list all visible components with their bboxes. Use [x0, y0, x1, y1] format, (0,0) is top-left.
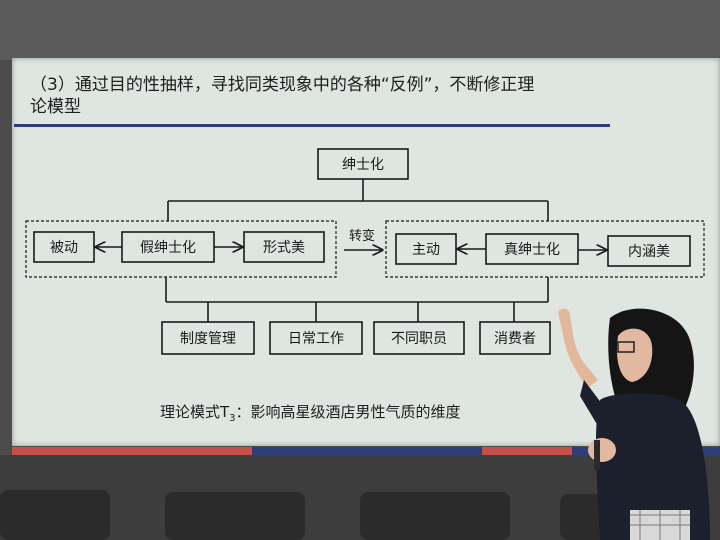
title-underline [14, 124, 610, 127]
passive-label: 被动 [50, 240, 78, 256]
dimension-staff: 不同职员 [391, 331, 447, 347]
active-label: 主动 [412, 242, 440, 258]
false-gentrification-group: 被动 假绅士化 形式美 [25, 220, 337, 278]
caption-subscript: 3 [229, 413, 236, 424]
dimension-nodes: 制度管理 日常工作 不同职员 消费者 [161, 321, 551, 355]
audience-seats [0, 490, 630, 540]
transition-label: 转变 [349, 228, 375, 244]
top-connectors [167, 179, 549, 221]
root-node-label: 绅士化 [342, 157, 384, 173]
slide-footer-strip [12, 447, 720, 455]
dimension-consumers: 消费者 [494, 331, 536, 347]
dimension-institutional: 制度管理 [180, 331, 236, 347]
slide-caption: 理论模式T3：影响高星级酒店男性气质的维度 [160, 401, 580, 424]
dimension-daily-work: 日常工作 [288, 331, 344, 347]
form-beauty-label: 形式美 [263, 240, 305, 256]
slide-title: （3）通过目的性抽样，寻找同类现象中的各种“反例”，不断修正理 论模型 [30, 74, 640, 118]
presenter-figure [558, 308, 710, 540]
caption-rest: ：影响高星级酒店男性气质的维度 [235, 403, 461, 421]
slide-title-line-2: 论模型 [30, 97, 81, 117]
root-node: 绅士化 [317, 148, 409, 180]
slide-title-line-1: （3）通过目的性抽样，寻找同类现象中的各种“反例”，不断修正理 [30, 75, 535, 95]
true-gentrification-group: 主动 真绅士化 内涵美 [385, 220, 705, 278]
false-gentrification-label: 假绅士化 [140, 240, 196, 256]
true-gentrification-label: 真绅士化 [504, 242, 560, 258]
inner-beauty-label: 内涵美 [628, 244, 670, 260]
caption-main: 理论模式T [160, 403, 230, 421]
bottom-connectors [165, 277, 549, 322]
transition-arrow: 转变 [344, 228, 382, 250]
